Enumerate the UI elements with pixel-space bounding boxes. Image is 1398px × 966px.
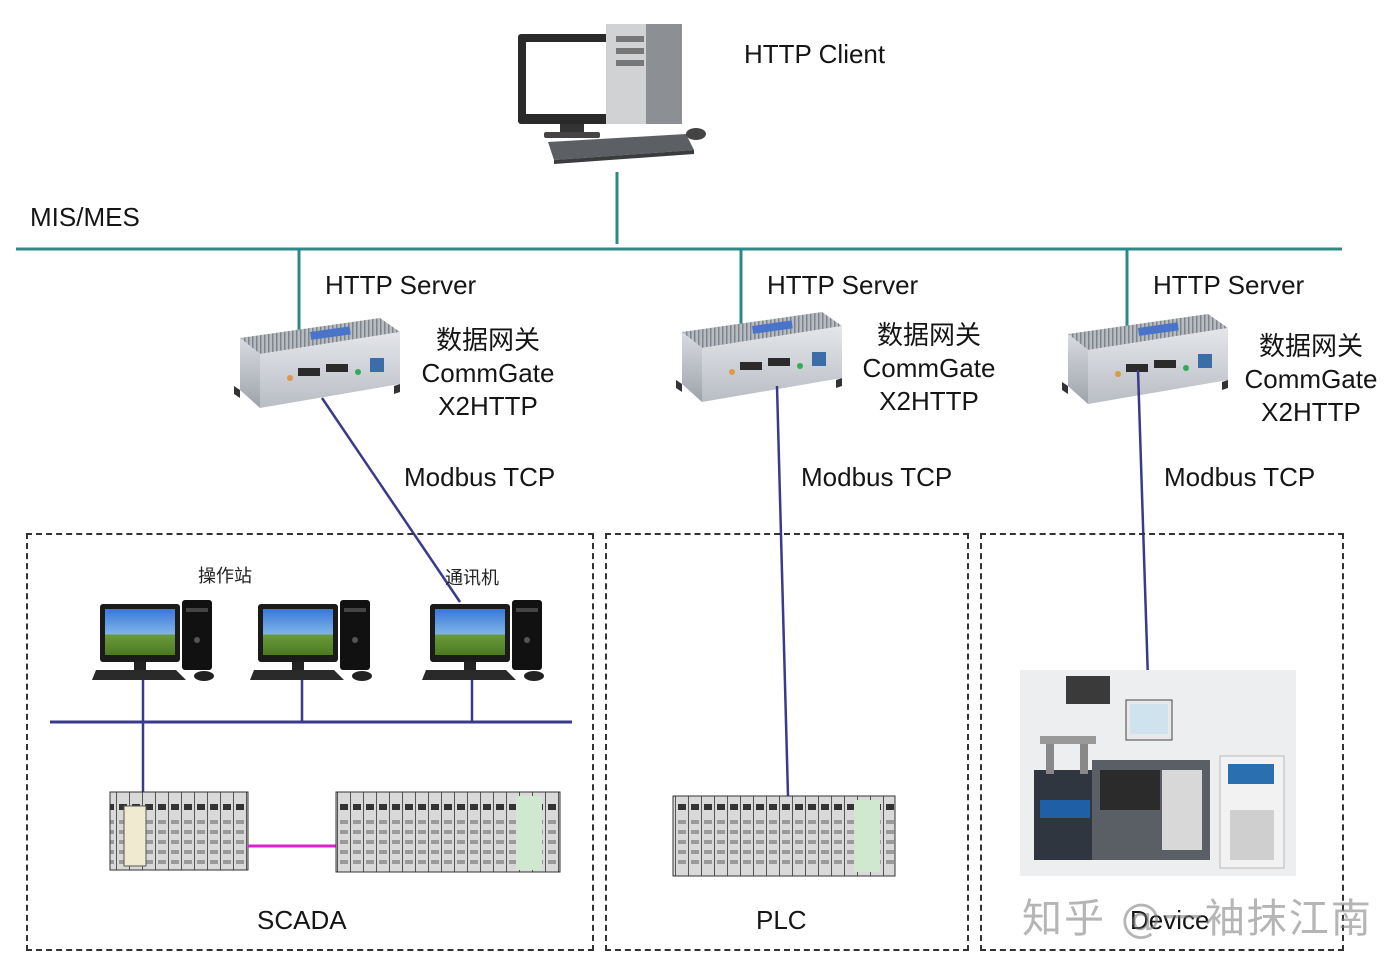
modbus-link-1-line [320, 397, 462, 603]
device-zone-box [980, 533, 1344, 951]
network-label: MIS/MES [30, 202, 140, 232]
gateway-3-product: CommGate [1244, 364, 1378, 394]
gateway-1-link-label: Modbus TCP [404, 462, 556, 492]
gateway-3-server-label: HTTP Server [1153, 270, 1305, 300]
gateway-1-model: X2HTTP [438, 391, 538, 421]
scada-label: SCADA [257, 905, 347, 935]
gateway-2-model: X2HTTP [879, 386, 979, 416]
gateway-3-name: 数据网关 [1258, 331, 1363, 361]
scada-zone-box [26, 533, 594, 951]
http-client-label: HTTP Client [744, 39, 886, 69]
zhihu-watermark: 知乎 @一袖抹江南 [1022, 896, 1373, 942]
gateway-3-icon [1062, 314, 1228, 404]
gateway-3-link-label: Modbus TCP [1164, 462, 1316, 492]
gateway-2-icon [676, 312, 842, 402]
gateway-1-text: 数据网关 CommGate X2HTTP [400, 324, 576, 423]
scada-io-rack-icon [335, 791, 561, 873]
plc-rack-icon [672, 795, 896, 877]
gateway-2-server-label: HTTP Server [767, 270, 919, 300]
operator-station-label: 操作站 [198, 566, 252, 586]
gateway-2-link-label: Modbus TCP [801, 462, 953, 492]
comm-pc-label: 通讯机 [445, 568, 499, 588]
device-label: Device [1130, 905, 1210, 935]
gateway-1-name: 数据网关 [435, 325, 540, 355]
gateway-3-model: X2HTTP [1261, 397, 1361, 427]
modbus-link-3-line [1136, 369, 1150, 681]
gateway-2-name: 数据网关 [876, 320, 981, 350]
scada-controller-rack-icon [109, 791, 249, 871]
modbus-link-2-line [775, 385, 790, 797]
laser-machine-icon [1020, 670, 1296, 876]
gateway-2-text: 数据网关 CommGate X2HTTP [841, 319, 1017, 418]
gateway-1-server-label: HTTP Server [325, 270, 477, 300]
http-client-computer-icon [518, 24, 706, 164]
gateway-1-icon [234, 318, 400, 408]
gateway-2-product: CommGate [862, 353, 996, 383]
gateway-3-text: 数据网关 CommGate X2HTTP [1223, 330, 1398, 429]
plc-zone-box [605, 533, 969, 951]
gateway-1-product: CommGate [421, 358, 555, 388]
plc-label: PLC [756, 905, 807, 935]
